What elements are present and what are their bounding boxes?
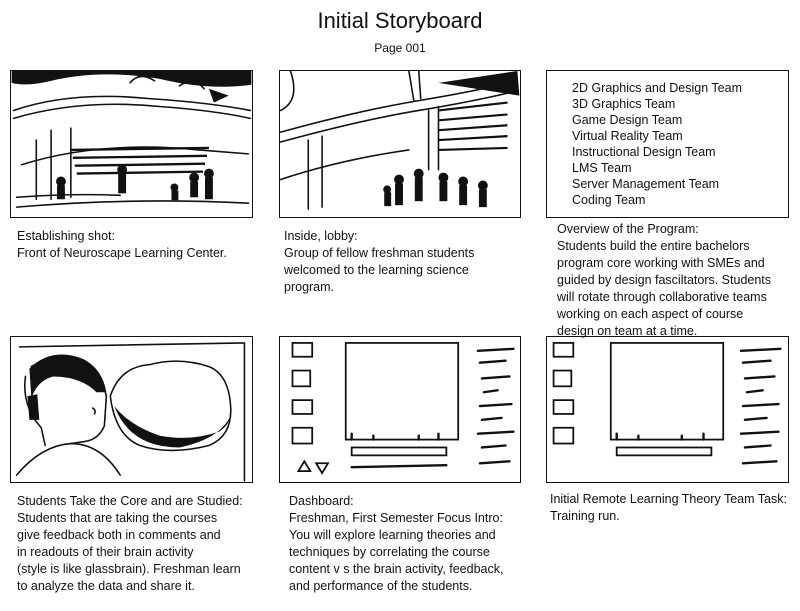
page-number: Page 001 bbox=[374, 41, 426, 55]
team-item: 2D Graphics and Design Team bbox=[572, 81, 742, 95]
panel-5-sketch-dashboard bbox=[279, 336, 521, 483]
panel-2-caption: Inside, lobby: Group of fellow freshman … bbox=[284, 229, 475, 294]
panel-1-sketch-exterior bbox=[10, 70, 253, 218]
panel-4-sketch-student bbox=[10, 336, 253, 483]
panel-4-caption: Students Take the Core and are Studied: … bbox=[17, 494, 243, 593]
lobby-interior-sketch bbox=[280, 71, 520, 210]
team-item: Coding Team bbox=[572, 193, 646, 207]
student-eeg-brain-sketch bbox=[15, 342, 246, 482]
training-dashboard-wireframe-sketch bbox=[552, 342, 782, 465]
team-item: 3D Graphics Team bbox=[572, 97, 676, 111]
team-item: Instructional Design Team bbox=[572, 145, 716, 159]
panel-2-sketch-lobby bbox=[279, 70, 521, 218]
team-item: LMS Team bbox=[572, 161, 632, 175]
team-item: Server Management Team bbox=[572, 177, 720, 191]
panel-1-caption: Establishing shot: Front of Neuroscape L… bbox=[17, 229, 227, 260]
panel-6-caption: Initial Remote Learning Theory Team Task… bbox=[550, 492, 787, 523]
panel-5-caption: Dashboard: Freshman, First Semester Focu… bbox=[289, 494, 504, 593]
page-title: Initial Storyboard bbox=[317, 8, 483, 33]
panel-3-caption: Overview of the Program: Students build … bbox=[557, 222, 772, 338]
team-item: Virtual Reality Team bbox=[572, 129, 683, 143]
panel-3-team-list bbox=[546, 70, 789, 218]
exterior-building-sketch bbox=[11, 71, 252, 208]
team-list: 2D Graphics and Design Team 3D Graphics … bbox=[572, 80, 742, 208]
dashboard-wireframe-sketch bbox=[291, 342, 515, 475]
team-item: Game Design Team bbox=[572, 113, 683, 127]
panel-6-sketch-dashboard bbox=[546, 336, 789, 483]
